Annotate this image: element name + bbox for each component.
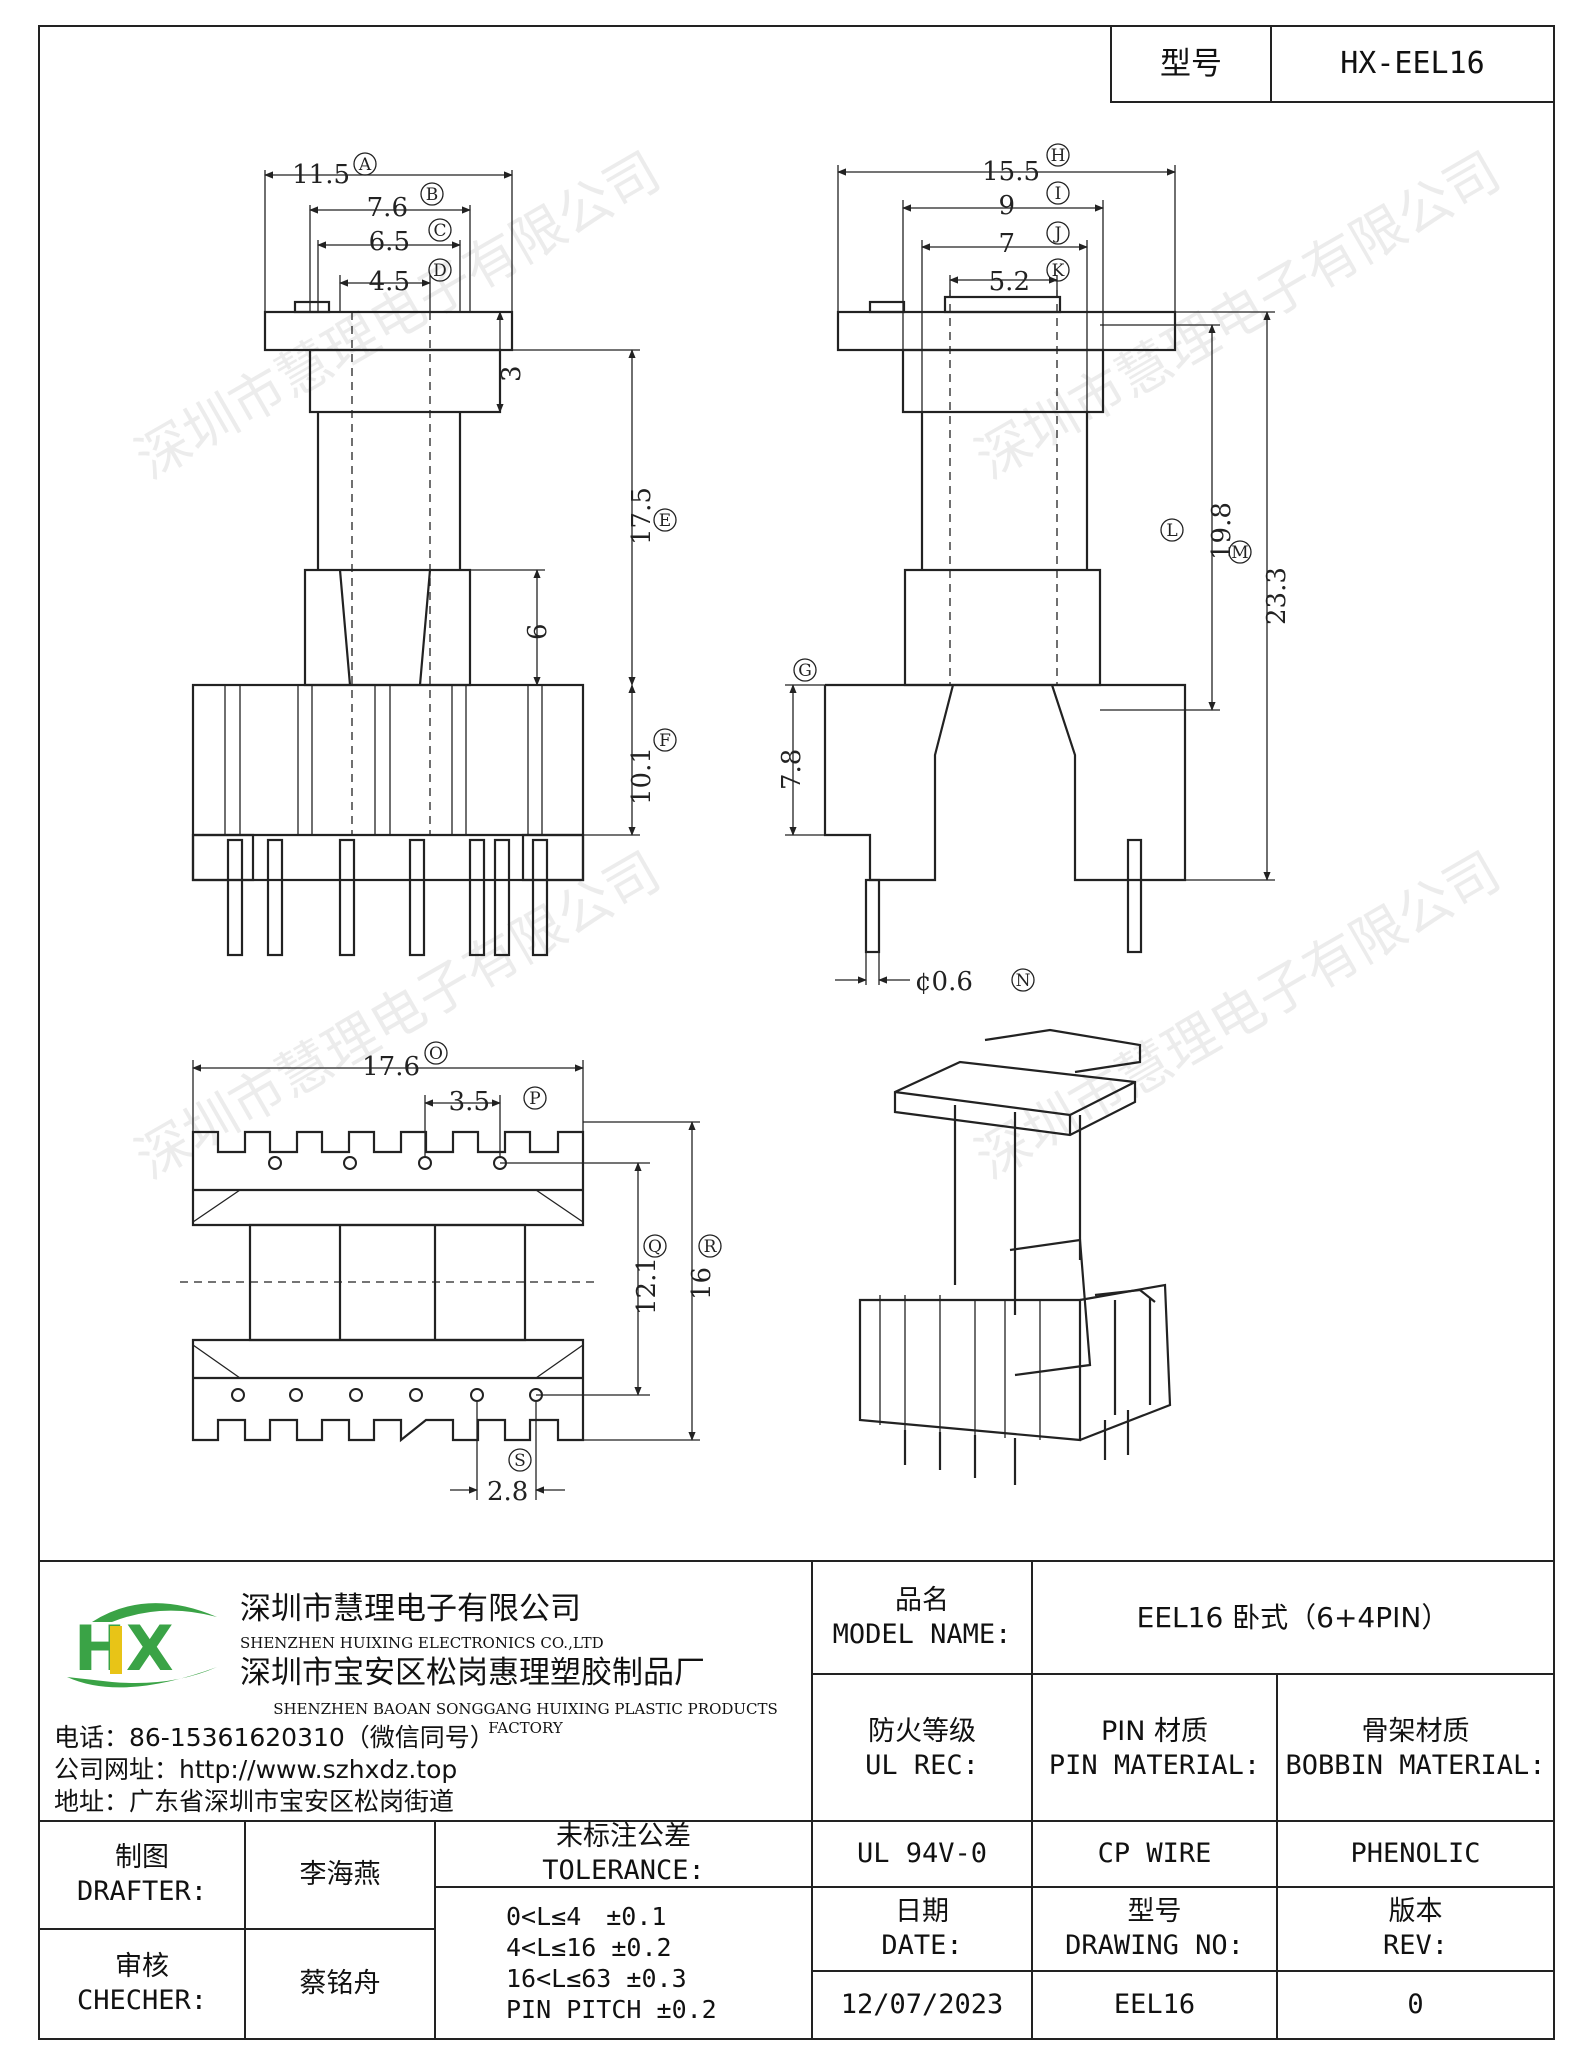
company-panel: HX 深圳市慧理电子有限公司 SHENZHEN HUIXING ELECTRON…	[38, 1560, 813, 1822]
marker-R: R	[704, 1237, 718, 1257]
dim-F: 10.1	[627, 747, 657, 805]
tolerance-table: 0<L≤4 ±0.1 4<L≤16 ±0.2 16<L≤63 ±0.3 PIN …	[434, 1886, 813, 2040]
bottom-view: 17.6 3.5 12.1 16 2.8	[180, 1052, 717, 1507]
marker-M: M	[1231, 543, 1248, 563]
marker-D: D	[433, 261, 447, 281]
rev-value: 0	[1276, 1970, 1555, 2040]
dim-E: 17.5	[627, 487, 657, 545]
header-model-label: 型号	[1110, 25, 1272, 103]
side-view: 15.5 9 7 5.2 19.8 23.3 7.8 ¢0.6	[777, 157, 1292, 997]
marker-S: S	[514, 1451, 526, 1471]
company-logo: HX	[67, 1603, 217, 1688]
marker-F: F	[659, 731, 671, 751]
dim-R: 16	[687, 1267, 717, 1300]
dim-B: 7.6	[367, 193, 408, 223]
marker-G: G	[798, 661, 812, 681]
dim-L: 19.8	[1207, 502, 1237, 560]
marker-P: P	[529, 1089, 540, 1109]
dim-D: 4.5	[369, 267, 410, 297]
tolerance-line-1: 0<L≤4 ±0.1	[506, 1901, 667, 1931]
marker-B: B	[426, 185, 439, 205]
dim-I: 9	[998, 191, 1015, 221]
marker-K: K	[1052, 261, 1065, 281]
marker-H: H	[1051, 146, 1066, 166]
dim-A: 11.5	[292, 160, 350, 190]
factory-name-en: SHENZHEN BAOAN SONGGANG HUIXING PLASTIC …	[273, 1700, 778, 1737]
bobbin-material-value: PHENOLIC	[1276, 1820, 1555, 1888]
factory-name-cn: 深圳市宝安区松岗惠理塑胶制品厂	[240, 1655, 705, 1691]
marker-L: L	[1166, 521, 1177, 541]
marker-J: J	[1053, 224, 1062, 244]
dim-C: 6.5	[369, 227, 410, 257]
tolerance-line-2: 4<L≤16 ±0.2	[506, 1932, 672, 1962]
marker-Q: Q	[648, 1237, 662, 1257]
dim-N: ¢0.6	[915, 967, 973, 997]
company-website: 公司网址：http://www.szhxdz.top	[54, 1755, 458, 1784]
dim-S: 2.8	[487, 1477, 528, 1507]
dim-h6: 6	[523, 623, 553, 640]
reference-markers: A B C D E F G H I J K L M N O P Q R S	[353, 143, 1252, 1472]
dim-M: 23.3	[1262, 567, 1292, 625]
marker-C: C	[433, 221, 446, 241]
dim-P: 3.5	[449, 1087, 490, 1117]
ul-rec-value: UL 94V-0	[811, 1820, 1033, 1888]
tolerance-line-3: 16<L≤63 ±0.3	[506, 1964, 687, 1993]
logo-hx: HX	[74, 1612, 174, 1685]
checker-value: 蔡铭舟	[244, 1928, 436, 2040]
marker-O: O	[429, 1044, 443, 1064]
dim-K: 5.2	[989, 267, 1030, 297]
company-phone: 电话：86-15361620310（微信同号）	[54, 1723, 495, 1752]
header-model-value: HX-EEL16	[1270, 25, 1555, 103]
watermark-4: 深圳市慧理电子有限公司	[965, 840, 1511, 1192]
dim-J: 7	[998, 229, 1015, 259]
front-view: 11.5 7.6 6.5 4.5 3 6 17.5 10.1	[191, 160, 657, 957]
isometric-view	[858, 1028, 1172, 1485]
pin-material-value: CP WIRE	[1031, 1820, 1278, 1888]
marker-E: E	[659, 511, 671, 531]
tolerance-line-4: PIN PITCH ±0.2	[506, 1995, 717, 2025]
drawing-no-value: EEL16	[1031, 1970, 1278, 2040]
company-name-cn: 深圳市慧理电子有限公司	[240, 1591, 581, 1627]
dim-G: 7.8	[777, 749, 807, 790]
marker-N: N	[1016, 971, 1031, 991]
dim-H: 15.5	[982, 157, 1040, 187]
company-name-en: SHENZHEN HUIXING ELECTRONICS CO.,LTD	[240, 1634, 604, 1652]
dim-h3: 3	[497, 365, 527, 382]
marker-I: I	[1055, 184, 1062, 204]
watermark-3: 深圳市慧理电子有限公司	[125, 840, 671, 1192]
dim-O: 17.6	[362, 1052, 420, 1082]
marker-A: A	[358, 155, 372, 175]
drafter-value: 李海燕	[244, 1820, 436, 1930]
date-value: 12/07/2023	[811, 1970, 1033, 2040]
dim-Q: 12.1	[632, 1257, 662, 1315]
model-name-value: EEL16 卧式（6+4PIN）	[1031, 1560, 1555, 1675]
company-address: 地址：广东省深圳市宝安区松岗街道	[54, 1787, 455, 1816]
